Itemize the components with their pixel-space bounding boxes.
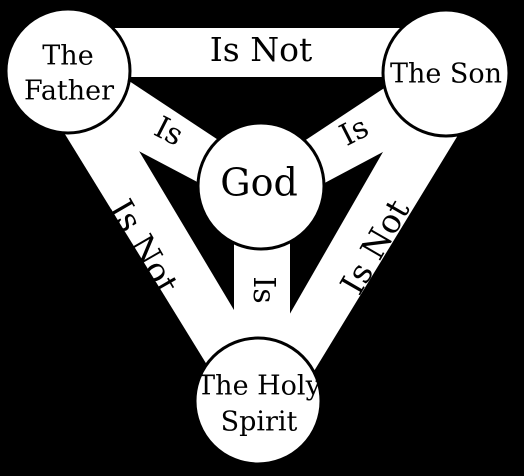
father-label-line1: The	[42, 41, 93, 72]
edge-label-spirit-god: Is	[246, 276, 281, 303]
spirit-label-line2: Spirit	[221, 407, 298, 438]
father-label-line2: Father	[24, 76, 114, 107]
node-spirit	[193, 336, 323, 466]
edge-label-father-son: Is Not	[210, 30, 312, 69]
son-label: The Son	[390, 59, 502, 90]
node-god	[196, 121, 326, 251]
spirit-label-line1: The Holy	[197, 371, 321, 402]
band-son-spirit	[253, 84, 477, 399]
band-father-spirit	[47, 84, 274, 399]
node-son	[381, 8, 511, 138]
node-father	[4, 7, 132, 135]
band-father-son	[70, 28, 454, 77]
god-label: God	[220, 161, 298, 205]
band-spirit-god	[234, 232, 290, 360]
